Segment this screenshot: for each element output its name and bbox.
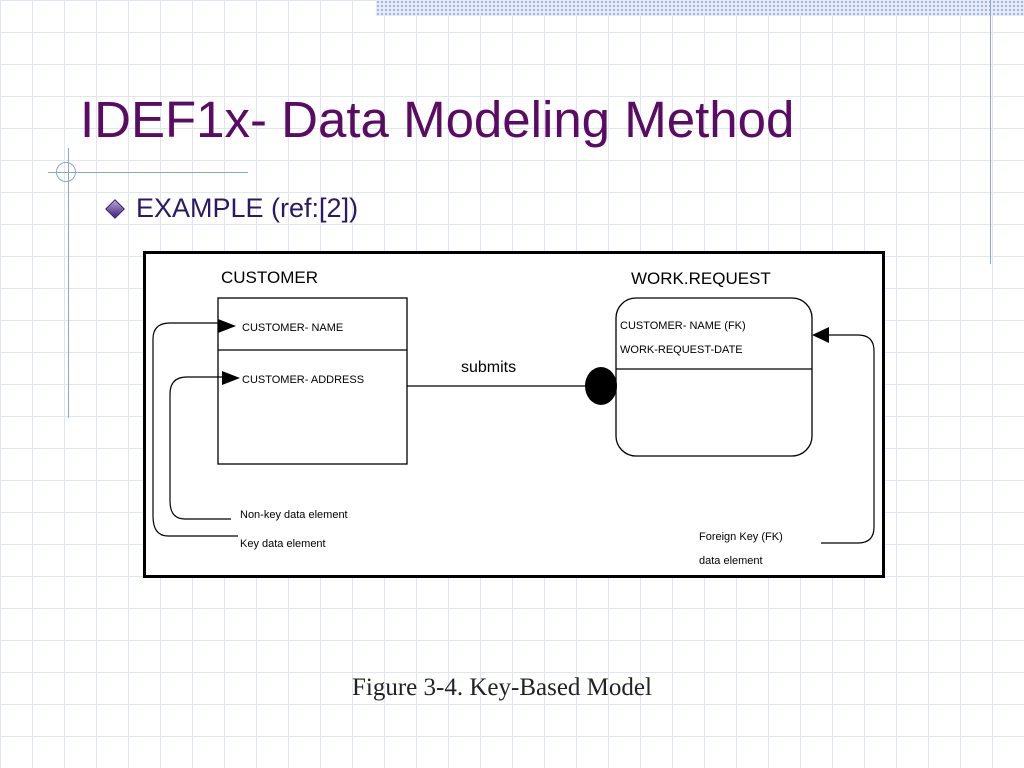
- fk-legend-label-1: Foreign Key (FK): [699, 531, 783, 543]
- idef1x-diagram: CUSTOMER CUSTOMER- NAME CUSTOMER- ADDRES…: [143, 251, 885, 578]
- fk-legend-label-2: data element: [699, 555, 763, 567]
- top-decorative-band: [376, 0, 1024, 16]
- diagram-frame: [143, 251, 885, 578]
- title-underline-rule: [48, 172, 248, 173]
- key-legend-label: Key data element: [240, 538, 326, 550]
- bullet-item: EXAMPLE (ref:[2]): [105, 193, 359, 224]
- slide-title: IDEF1x- Data Modeling Method: [80, 91, 795, 148]
- work-request-entity-box: [615, 297, 813, 457]
- diamond-bullet-icon: [105, 198, 125, 219]
- relationship-label: submits: [461, 359, 516, 376]
- key-arrowhead: [218, 319, 236, 333]
- nonkey-legend-label: Non-key data element: [240, 509, 348, 521]
- left-vertical-rule: [68, 148, 69, 418]
- nonkey-arrowhead: [222, 371, 240, 385]
- work-request-key-attribute-2: WORK-REQUEST-DATE: [620, 344, 743, 356]
- key-legend-line: [152, 322, 238, 537]
- work-request-key-attribute-1: CUSTOMER- NAME (FK): [620, 320, 746, 332]
- customer-entity-name: CUSTOMER: [221, 268, 318, 287]
- rule-circle-ornament: [56, 162, 76, 182]
- figure-caption: Figure 3-4. Key-Based Model: [352, 674, 652, 701]
- fk-arrowhead: [812, 327, 829, 343]
- fk-legend-line: [821, 334, 875, 544]
- nonkey-legend-line: [169, 376, 231, 520]
- right-vertical-rule: [990, 0, 991, 264]
- relationship-cardinality-dot: [585, 367, 617, 405]
- customer-nonkey-attribute: CUSTOMER- ADDRESS: [242, 374, 364, 386]
- customer-entity-box: [217, 297, 408, 465]
- customer-key-attribute: CUSTOMER- NAME: [242, 322, 343, 334]
- bullet-text: EXAMPLE (ref:[2]): [136, 193, 359, 223]
- work-request-entity-name: WORK.REQUEST: [631, 269, 771, 288]
